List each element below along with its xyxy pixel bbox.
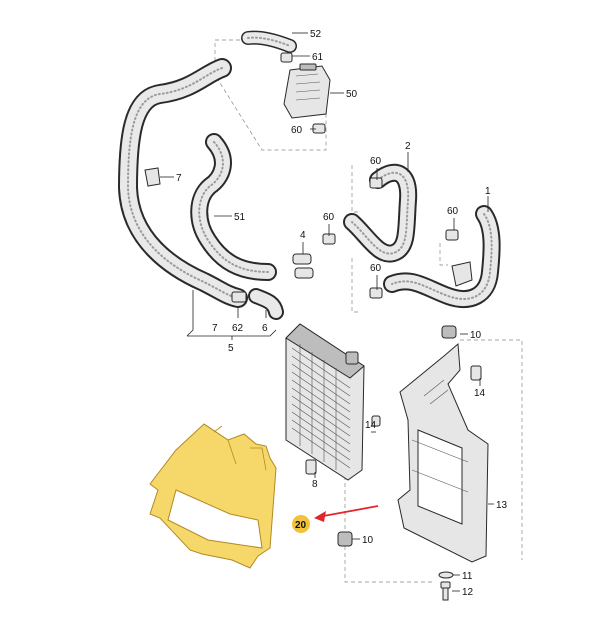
callout-10-top: 10 xyxy=(470,330,482,341)
red-pointer-arrow xyxy=(314,505,379,522)
hose-long-5 xyxy=(118,58,248,308)
callout-60-c: 60 xyxy=(323,212,335,223)
callout-4: 4 xyxy=(300,230,306,241)
callout-14-right: 14 xyxy=(474,388,486,399)
clip-61 xyxy=(280,52,293,63)
callout-51: 51 xyxy=(234,212,246,223)
clamp-60-set xyxy=(322,177,459,299)
callout-20: 20 xyxy=(295,520,307,531)
callout-7-lower: 7 xyxy=(212,323,218,334)
connector-4 xyxy=(292,253,314,279)
clamp-62 xyxy=(231,291,247,303)
callout-1: 1 xyxy=(485,186,491,197)
hose-2 xyxy=(343,163,418,263)
callout-12: 12 xyxy=(462,587,474,598)
callout-6: 6 xyxy=(262,323,268,334)
callout-62: 62 xyxy=(232,323,244,334)
callout-11: 11 xyxy=(462,571,473,582)
washer-11 xyxy=(438,571,454,579)
clip-7-upper xyxy=(144,167,161,187)
callout-50: 50 xyxy=(346,89,358,100)
callout-20-badge xyxy=(292,515,310,533)
filter-bracket-50 xyxy=(283,63,331,119)
rubber-mount-10-bottom xyxy=(337,531,353,547)
callout-61: 61 xyxy=(312,52,324,63)
leader-lines xyxy=(160,32,494,592)
mounting-bracket-13 xyxy=(397,342,489,563)
callout-52: 52 xyxy=(310,29,322,40)
hose-52 xyxy=(241,30,297,53)
valve-right xyxy=(451,261,473,287)
callout-7-upper: 7 xyxy=(176,173,182,184)
callout-5: 5 xyxy=(228,343,234,354)
callout-14-left: 14 xyxy=(365,420,377,431)
radiator-8 xyxy=(285,323,381,481)
hose-1 xyxy=(383,205,501,308)
callout-60-top: 60 xyxy=(291,125,303,136)
hose-51 xyxy=(190,133,277,281)
callout-60-d: 60 xyxy=(370,263,382,274)
callout-13: 13 xyxy=(496,500,508,511)
callout-labels: 52 61 50 60 7 51 60 2 1 60 60 4 60 7 62 … xyxy=(176,29,508,598)
elbow-connector-6 xyxy=(248,288,284,320)
callout-8: 8 xyxy=(312,479,318,490)
clamp-60-top xyxy=(312,123,326,134)
bolt-12 xyxy=(440,581,451,601)
air-duct-20-highlighted xyxy=(149,423,277,569)
callout-2: 2 xyxy=(405,141,411,152)
callout-60-b: 60 xyxy=(447,206,459,217)
bolt-14-right xyxy=(470,365,482,381)
rubber-mount-10-top xyxy=(441,325,457,339)
callout-60-a: 60 xyxy=(370,156,382,167)
callout-10-bottom: 10 xyxy=(362,535,374,546)
